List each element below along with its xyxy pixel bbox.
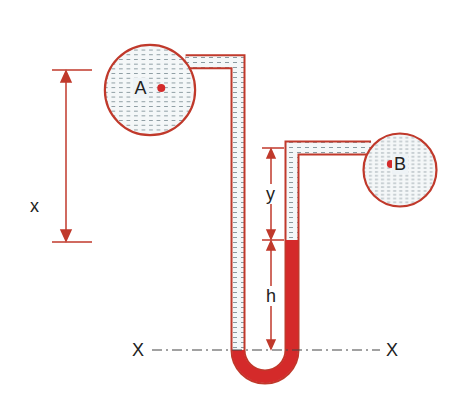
tube-wall — [186, 62, 371, 377]
liquid-vessel: A — [103, 43, 197, 137]
dimension-label: y — [264, 184, 277, 204]
dimension-label: X — [384, 340, 400, 360]
vessel-outline — [103, 43, 197, 137]
dimension-label: X — [130, 340, 146, 360]
dimension-label: x — [28, 196, 41, 216]
dimension-label: h — [264, 286, 278, 306]
x-dimension — [52, 70, 92, 242]
tube-liquid — [186, 62, 371, 377]
liquid-vessel: B — [362, 132, 438, 208]
y-h-dimension — [262, 148, 284, 349]
point-label: B — [392, 154, 408, 174]
mercury-column — [238, 240, 292, 377]
u-tube — [186, 62, 371, 377]
point-label: A — [133, 78, 149, 98]
datum-line — [152, 349, 380, 350]
